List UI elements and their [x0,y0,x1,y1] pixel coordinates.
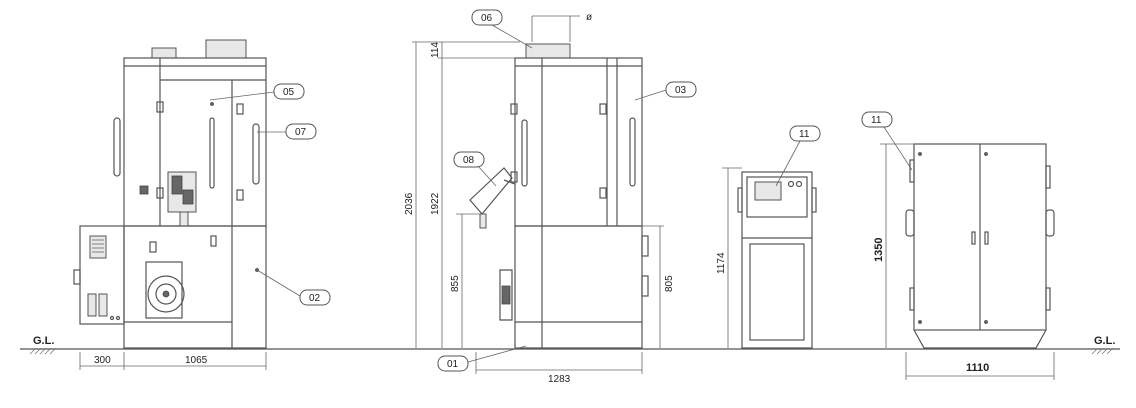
callout-05: 05 [283,87,295,98]
callout-11-panel: 11 [799,129,810,140]
callout-03: 03 [675,85,687,96]
dim-side-depth: 1283 [548,374,571,385]
dim-panel-height: 1174 [716,252,727,274]
dim-front-left: 300 [94,355,111,366]
ground-hatch-left [29,347,57,355]
control-panel-view [737,171,817,349]
ground-hatch-right [1091,347,1114,355]
front-dimensions [79,352,267,370]
side-view [469,43,649,349]
cabinet-view [905,143,1055,349]
dim-side-body: 1922 [430,192,441,215]
callout-07: 07 [295,127,307,138]
ground-label-right: G.L. [1094,335,1115,347]
dim-diameter: ø [586,12,592,23]
dim-cabinet-width: 1110 [966,362,989,374]
dim-side-top: 114 [430,42,441,58]
front-view [73,39,267,349]
dim-side-lower: 805 [664,275,675,292]
callout-06: 06 [481,13,493,24]
callout-01: 01 [447,359,459,370]
callout-08: 08 [463,155,475,166]
ground-label-left: G.L. [33,335,54,347]
dim-side-hopper: 855 [450,275,461,292]
callout-02: 02 [309,293,321,304]
dim-front-main: 1065 [185,355,208,366]
side-dimensions [412,15,664,374]
callout-11-cabinet: 11 [871,115,882,126]
dim-side-total: 2036 [404,192,415,215]
dim-cabinet-height: 1350 [873,238,885,262]
